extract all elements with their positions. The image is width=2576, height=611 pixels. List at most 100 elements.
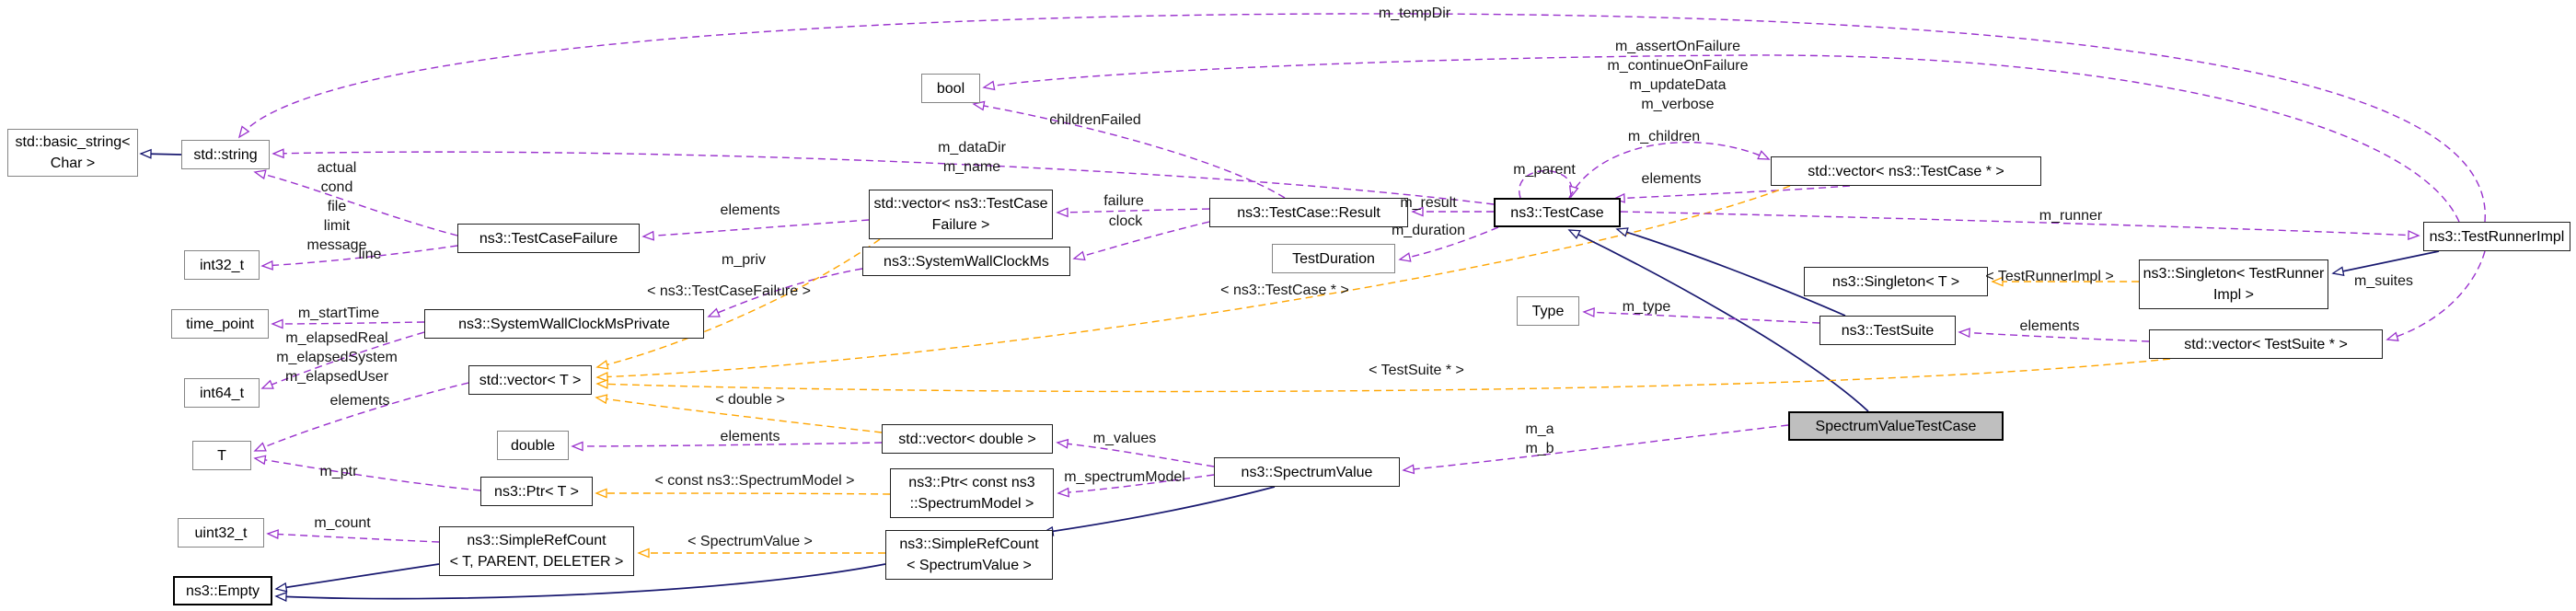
edge-failure <box>1056 207 1210 218</box>
edge-label-m-children: m_children <box>1627 129 1701 144</box>
node-std-vector-testsuite-ptr[interactable]: std::vector< TestSuite * > <box>2149 329 2383 359</box>
node-label: ns3::Empty <box>185 582 260 599</box>
edge-m-type <box>1582 307 1820 324</box>
edge-label-runner-flags: m_assertOnFailure m_continueOnFailure m_… <box>1607 39 1749 112</box>
node-label: ns3::SystemWallClockMsPrivate <box>458 316 670 332</box>
node-label: std::vector< ns3::TestCase <box>873 196 1048 212</box>
node-label: ns3::TestCaseFailure <box>479 230 618 247</box>
edge-tmpl-spectrummodel <box>595 488 891 499</box>
node-label: double <box>510 437 556 454</box>
node-ns3-simplerefcount[interactable]: ns3::SimpleRefCount < T, PARENT, DELETER… <box>439 526 634 576</box>
edge-m-parent <box>1519 170 1579 199</box>
node-double: double <box>497 431 569 460</box>
node-label: ns3::Ptr< const ns3 <box>908 475 1035 490</box>
node-label: bool <box>936 80 965 97</box>
edge-tmpl-testcasefailure <box>595 238 881 370</box>
edge-elements-t <box>253 382 469 452</box>
node-ns3-testrunnerimpl[interactable]: ns3::TestRunnerImpl <box>2423 222 2570 251</box>
node-label: ns3::TestSuite <box>1841 322 1935 339</box>
node-spectrumvaluetestcase: SpectrumValueTestCase <box>1788 411 2004 441</box>
node-label: Char > <box>50 156 96 171</box>
node-label: ::SpectrumModel > <box>909 496 1034 512</box>
edge-m-runner <box>1620 211 2420 240</box>
edge-elements-double <box>571 441 883 452</box>
edge-label-m-values: m_values <box>1092 431 1157 446</box>
edge-inherit-testrunnerimpl-singleton <box>2331 250 2440 277</box>
node-ns3-systemwallclockmsprivate[interactable]: ns3::SystemWallClockMsPrivate <box>424 309 704 339</box>
node-std-vector-double[interactable]: std::vector< double > <box>882 424 1053 454</box>
node-ns3-singleton-testrunnerimpl[interactable]: ns3::Singleton< TestRunner Impl > <box>2139 259 2328 309</box>
edge-label-elements-t: elements <box>329 393 390 409</box>
edge-label-m-parent: m_parent <box>1513 162 1576 178</box>
edge-line <box>260 245 458 271</box>
node-ns3-singleton-t[interactable]: ns3::Singleton< T > <box>1804 267 1988 296</box>
edge-label-elements-testcase: elements <box>1641 171 1702 187</box>
node-ns3-systemwallclockms[interactable]: ns3::SystemWallClockMs <box>862 247 1070 276</box>
node-ns3-testcase-result[interactable]: ns3::TestCase::Result <box>1209 198 1408 227</box>
node-label: ns3::Singleton< T > <box>1831 273 1960 290</box>
node-label: std::vector< ns3::TestCase * > <box>1808 163 2004 179</box>
edge-label-line: line <box>358 247 382 262</box>
node-label: std::vector< TestSuite * > <box>2184 336 2348 352</box>
node-label: time_point <box>186 316 254 332</box>
edge-m-ptr <box>253 455 481 491</box>
node-label: ns3::Singleton< TestRunner <box>2143 266 2325 282</box>
node-std-vector-t[interactable]: std::vector< T > <box>468 365 592 395</box>
node-type: Type <box>1517 296 1579 326</box>
edge-label-m-priv: m_priv <box>721 252 767 268</box>
edge-tmpl-testsuiteptr <box>595 358 2171 393</box>
edge-label-m-spectrummodel: m_spectrumModel <box>1064 469 1185 485</box>
node-label: uint32_t <box>194 525 248 541</box>
edge-tmpl-testcaseptr <box>595 185 1791 382</box>
node-ns3-empty[interactable]: ns3::Empty <box>173 576 272 605</box>
edge-failure-fields <box>253 169 458 236</box>
edge-label-m-runner: m_runner <box>2039 208 2103 224</box>
node-label: TestDuration <box>1292 250 1375 267</box>
edge-m-datadir-m-name <box>271 148 1495 205</box>
node-ns3-ptr-t[interactable]: ns3::Ptr< T > <box>480 477 593 506</box>
edge-clock <box>1072 221 1210 261</box>
node-ns3-simplerefcount-spectrumvalue[interactable]: ns3::SimpleRefCount < SpectrumValue > <box>885 530 1053 580</box>
node-std-vector-testcasefailure[interactable]: std::vector< ns3::TestCase Failure > <box>869 190 1053 239</box>
edge-m-spectrummodel <box>1057 474 1215 498</box>
edge-inherit-spectrumvalue <box>1041 486 1276 536</box>
node-label: ns3::TestCase::Result <box>1237 204 1380 221</box>
node-time-point: time_point <box>171 309 269 339</box>
edge-label-m-starttime: m_startTime <box>297 306 380 321</box>
node-label: Impl > <box>2212 287 2254 303</box>
node-ns3-testcasefailure[interactable]: ns3::TestCaseFailure <box>457 224 640 253</box>
node-std-vector-testcase-ptr[interactable]: std::vector< ns3::TestCase * > <box>1771 156 2041 186</box>
edge-elements-testcase <box>1612 185 1851 203</box>
edge-label-m-tempdir: m_tempDir <box>1378 6 1451 21</box>
edge-label-m-datadir-m-name: m_dataDir m_name <box>938 140 1006 175</box>
node-label: SpectrumValueTestCase <box>1815 418 1977 434</box>
node-ns3-testcase[interactable]: ns3::TestCase <box>1494 198 1621 227</box>
node-label: ns3::TestCase <box>1510 204 1604 221</box>
edge-m-suites <box>2385 250 2486 341</box>
edge-inherit-simplerefcountsv-empty <box>274 563 886 602</box>
node-label: < SpectrumValue > <box>907 558 1032 573</box>
edge-inherit-string-basicstring <box>139 148 182 159</box>
node-label: ns3::SimpleRefCount <box>467 533 606 548</box>
node-ns3-testsuite[interactable]: ns3::TestSuite <box>1819 316 1956 345</box>
node-ns3-spectrumvalue[interactable]: ns3::SpectrumValue <box>1214 457 1400 487</box>
node-label: Failure > <box>931 217 990 233</box>
node-std-string: std::string <box>181 140 270 169</box>
node-label: std::string <box>193 146 258 163</box>
node-label: int64_t <box>199 385 245 401</box>
edge-label-m-type: m_type <box>1622 299 1671 315</box>
node-label: std::basic_string< <box>15 134 131 150</box>
edge-label-elapsed: m_elapsedReal m_elapsedSystem m_elapsedU… <box>276 330 398 385</box>
edge-label-tmpl-spectrumvalue: < SpectrumValue > <box>687 534 813 549</box>
edge-elapsed <box>260 331 425 389</box>
node-label: ns3::SpectrumValue <box>1241 464 1373 480</box>
node-label: T <box>217 447 226 464</box>
node-label: Type <box>1531 303 1565 319</box>
node-label: ns3::Ptr< T > <box>494 483 579 500</box>
edge-label-elements-double: elements <box>720 429 780 444</box>
edge-label-m-duration: m_duration <box>1391 223 1466 238</box>
edge-runner-flags <box>982 54 2460 223</box>
node-ns3-ptr-const-spectrummodel[interactable]: ns3::Ptr< const ns3 ::SpectrumModel > <box>890 468 1054 518</box>
